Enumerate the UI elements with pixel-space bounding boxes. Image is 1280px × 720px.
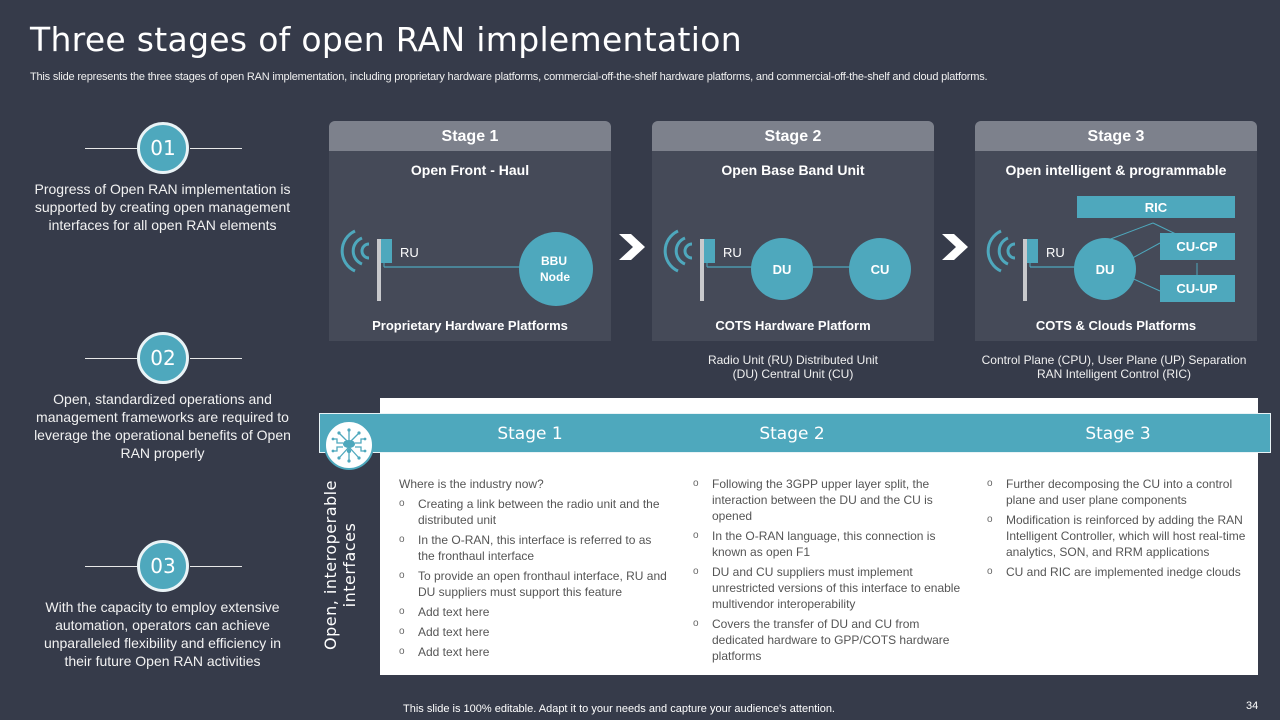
- stage-3-diagram: RU DU RIC CU-CP CU-UP: [986, 196, 1235, 302]
- cu-label: CU: [871, 262, 890, 277]
- point-text: With the capacity to employ extensive au…: [43, 599, 282, 669]
- list-item: Modification is reinforced by adding the…: [987, 512, 1255, 560]
- stage-2-note: Radio Unit (RU) Distributed Unit (DU) Ce…: [652, 353, 934, 381]
- circuit-network-icon: [324, 420, 374, 470]
- stage-card-3: Stage 3 Open intelligent & programmable …: [975, 121, 1257, 341]
- divider-line: [190, 358, 242, 359]
- list-item: In the O-RAN language, this connection i…: [693, 528, 965, 560]
- footer-text: This slide is 100% editable. Adapt it to…: [403, 703, 835, 715]
- du-circle: [1074, 238, 1136, 300]
- chevron-right-icon: [942, 234, 968, 260]
- list-item: DU and CU suppliers must implement unres…: [693, 564, 965, 612]
- column-lead: Where is the industry now?: [399, 477, 544, 491]
- interfaces-header-bar: Stage 1 Stage 2 Stage 3: [319, 413, 1271, 453]
- bullet-list: Creating a link between the radio unit a…: [399, 496, 669, 660]
- ru-label: RU: [1046, 245, 1065, 260]
- interfaces-vertical-label: Open, interoperable interfaces: [321, 480, 359, 650]
- interfaces-column-2: Following the 3GPP upper layer split, th…: [693, 476, 965, 668]
- stage-2-diagram: RU DU CU: [663, 229, 911, 301]
- list-item: Add text here: [399, 624, 669, 640]
- page-subtitle: This slide represents the three stages o…: [30, 71, 988, 83]
- divider-line: [85, 358, 140, 359]
- number-badge: 01: [137, 122, 189, 174]
- stage-header: Stage 3: [975, 121, 1257, 151]
- ru-label: RU: [400, 245, 419, 260]
- list-item: Further decomposing the CU into a contro…: [987, 476, 1255, 508]
- list-item: Covers the transfer of DU and CU from de…: [693, 616, 965, 664]
- cu-circle: [849, 238, 911, 300]
- note-line: Radio Unit (RU) Distributed Unit: [707, 353, 879, 367]
- list-item: Following the 3GPP upper layer split, th…: [693, 476, 965, 524]
- page-number: 34: [1246, 700, 1259, 712]
- point-text: Open, standardized operations and manage…: [34, 391, 291, 461]
- ric-label: RIC: [1145, 200, 1168, 215]
- number-badge: 03: [137, 540, 189, 592]
- antenna-icon: [340, 229, 392, 301]
- stage-3-note: Control Plane (CPU), User Plane (UP) Sep…: [973, 353, 1255, 381]
- list-item: Creating a link between the radio unit a…: [399, 496, 669, 528]
- interfaces-stage-3-header: Stage 3: [1085, 424, 1151, 444]
- interfaces-stage-1-header: Stage 1: [497, 424, 563, 444]
- stage-card-2: Stage 2 Open Base Band Unit RU DU CU COT…: [652, 121, 934, 341]
- divider-line: [190, 566, 242, 567]
- cu-cp-label: CU-CP: [1176, 239, 1217, 254]
- stage-subtitle: Open intelligent & programmable: [1005, 162, 1227, 178]
- stage-card-1: Stage 1 Open Front - Haul RU BBU Node Pr…: [329, 121, 611, 341]
- cu-up-label: CU-UP: [1176, 281, 1217, 296]
- interfaces-column-3: Further decomposing the CU into a contro…: [987, 476, 1255, 584]
- interfaces-stage-2-header: Stage 2: [759, 424, 825, 444]
- ric-box: [1077, 196, 1235, 218]
- stage-footer: COTS & Clouds Platforms: [1035, 318, 1197, 333]
- chevron-right-icon: [619, 234, 645, 260]
- ru-label: RU: [723, 245, 742, 260]
- cu-cp-box: [1160, 233, 1235, 260]
- divider-line: [85, 566, 140, 567]
- number-badge: 02: [137, 332, 189, 384]
- node-label: Node: [540, 270, 570, 284]
- vertical-label-line: Open, interoperable: [321, 480, 340, 650]
- divider-line: [190, 148, 242, 149]
- note-line: RAN Intelligent Control (RIC): [1036, 367, 1192, 381]
- cu-up-box: [1160, 275, 1235, 302]
- antenna-icon: [663, 229, 715, 301]
- interfaces-column-1: Where is the industry now? Creating a li…: [399, 476, 669, 664]
- list-item: CU and RIC are implemented inedge clouds: [987, 564, 1255, 580]
- page-title: Three stages of open RAN implementation: [30, 20, 742, 59]
- bullet-list: Further decomposing the CU into a contro…: [987, 476, 1255, 580]
- bbu-node-circle: [519, 232, 593, 306]
- stage-header: Stage 1: [329, 121, 611, 151]
- list-item: Add text here: [399, 604, 669, 620]
- stage-footer: COTS Hardware Platform: [715, 318, 871, 333]
- du-circle: [751, 238, 813, 300]
- du-label: DU: [1096, 262, 1115, 277]
- stage-1-diagram: RU BBU Node: [340, 229, 593, 306]
- stage-subtitle: Open Base Band Unit: [721, 162, 865, 178]
- point-text: Progress of Open RAN implementation is s…: [34, 181, 291, 233]
- du-label: DU: [773, 262, 792, 277]
- vertical-label-line: interfaces: [340, 522, 359, 608]
- stage-subtitle: Open Front - Haul: [410, 162, 530, 178]
- list-item: To provide an open fronthaul interface, …: [399, 568, 669, 600]
- divider-line: [85, 148, 140, 149]
- antenna-icon: [986, 229, 1038, 301]
- note-line: (DU) Central Unit (CU): [732, 367, 854, 381]
- note-line: Control Plane (CPU), User Plane (UP) Sep…: [981, 353, 1247, 367]
- stage-footer: Proprietary Hardware Platforms: [372, 318, 568, 333]
- list-item: Add text here: [399, 644, 669, 660]
- stage-header: Stage 2: [652, 121, 934, 151]
- list-item: In the O-RAN, this interface is referred…: [399, 532, 669, 564]
- bbu-label: BBU: [541, 254, 567, 268]
- bullet-list: Following the 3GPP upper layer split, th…: [693, 476, 965, 664]
